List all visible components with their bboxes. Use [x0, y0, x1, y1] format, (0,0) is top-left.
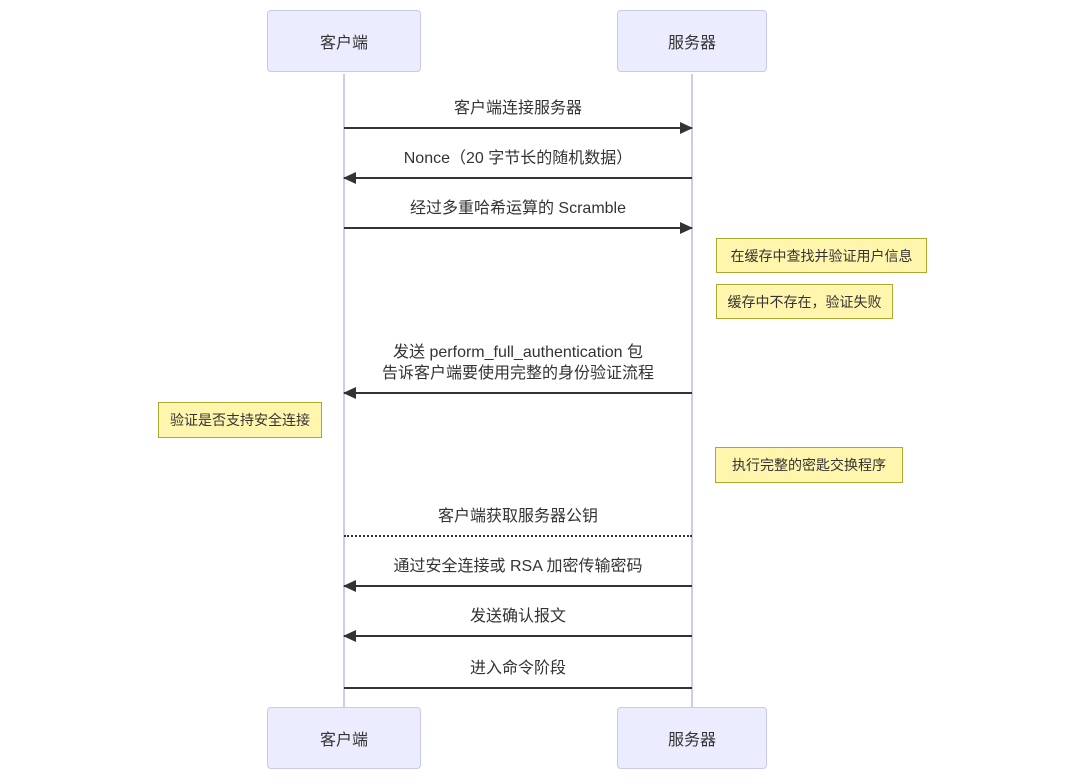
actor-client-bottom: 客户端 [267, 707, 421, 769]
message-send-password-label: 通过安全连接或 RSA 加密传输密码 [393, 558, 643, 575]
arrowhead-right-icon [680, 222, 693, 234]
arrowhead-left-icon [343, 630, 356, 642]
message-nonce-label: Nonce（20 字节长的随机数据） [403, 150, 633, 167]
message-get-pubkey-line [344, 535, 692, 537]
note-secure-check: 验证是否支持安全连接 [158, 402, 322, 438]
actor-client-bottom-label: 客户端 [319, 732, 368, 749]
message-ack-arrow [343, 630, 692, 642]
message-connect-arrow [344, 122, 693, 134]
message-full-auth-label: 发送 perform_full_authentication 包 告诉客户端要使… [381, 344, 654, 382]
note-secure-check-label: 验证是否支持安全连接 [170, 412, 310, 428]
message-full-auth-arrow [343, 387, 692, 399]
actor-server-bottom: 服务器 [617, 707, 767, 769]
actor-server-bottom-label: 服务器 [667, 732, 716, 749]
message-command-phase-label: 进入命令阶段 [469, 660, 566, 677]
note-cache-lookup: 在缓存中查找并验证用户信息 [716, 238, 927, 273]
message-scramble-label: 经过多重哈希运算的 Scramble [409, 200, 627, 217]
arrowhead-right-icon [680, 122, 693, 134]
actor-server-top-label: 服务器 [667, 35, 716, 52]
message-send-password-arrow [343, 580, 692, 592]
note-cache-miss-label: 缓存中不存在，验证失败 [727, 293, 882, 310]
actor-server-top: 服务器 [617, 10, 767, 72]
message-scramble-arrow [344, 222, 693, 234]
arrowhead-left-icon [343, 387, 356, 399]
actor-client-top-label: 客户端 [319, 35, 368, 52]
note-cache-lookup-label: 在缓存中查找并验证用户信息 [730, 247, 913, 264]
arrowhead-left-icon [343, 172, 356, 184]
message-connect-label: 客户端连接服务器 [453, 100, 582, 117]
message-get-pubkey-label: 客户端获取服务器公钥 [437, 508, 598, 525]
actor-client-top: 客户端 [267, 10, 421, 72]
note-key-exchange-label: 执行完整的密匙交换程序 [732, 457, 886, 473]
arrowhead-left-icon [343, 580, 356, 592]
message-command-phase-line [344, 687, 692, 689]
message-ack-label: 发送确认报文 [469, 608, 566, 625]
message-nonce-arrow [343, 172, 692, 184]
note-key-exchange: 执行完整的密匙交换程序 [715, 447, 903, 483]
note-cache-miss: 缓存中不存在，验证失败 [716, 284, 893, 319]
lifeline-server [691, 74, 693, 707]
